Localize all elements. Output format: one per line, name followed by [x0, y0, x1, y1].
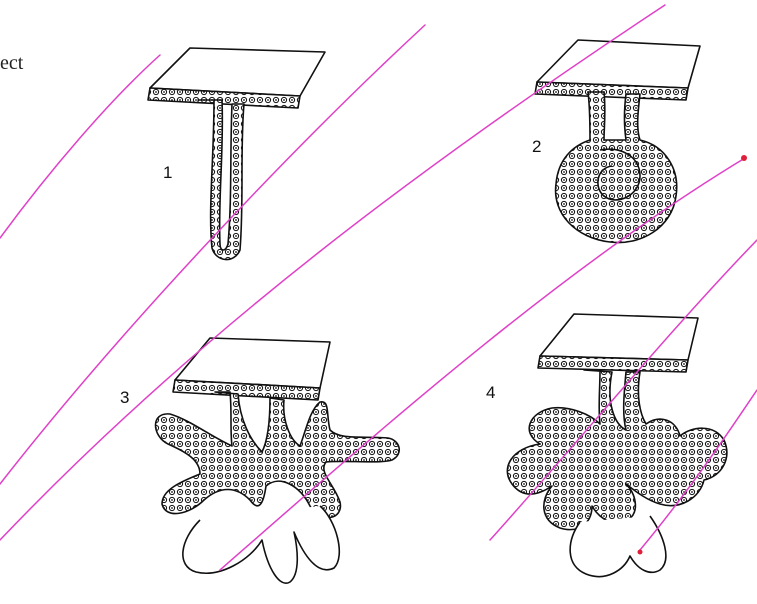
stage-3-drawing	[156, 338, 400, 583]
stage-4-drawing	[507, 314, 726, 577]
stage-1-drawing	[148, 48, 325, 260]
stage-2-drawing	[535, 40, 700, 243]
